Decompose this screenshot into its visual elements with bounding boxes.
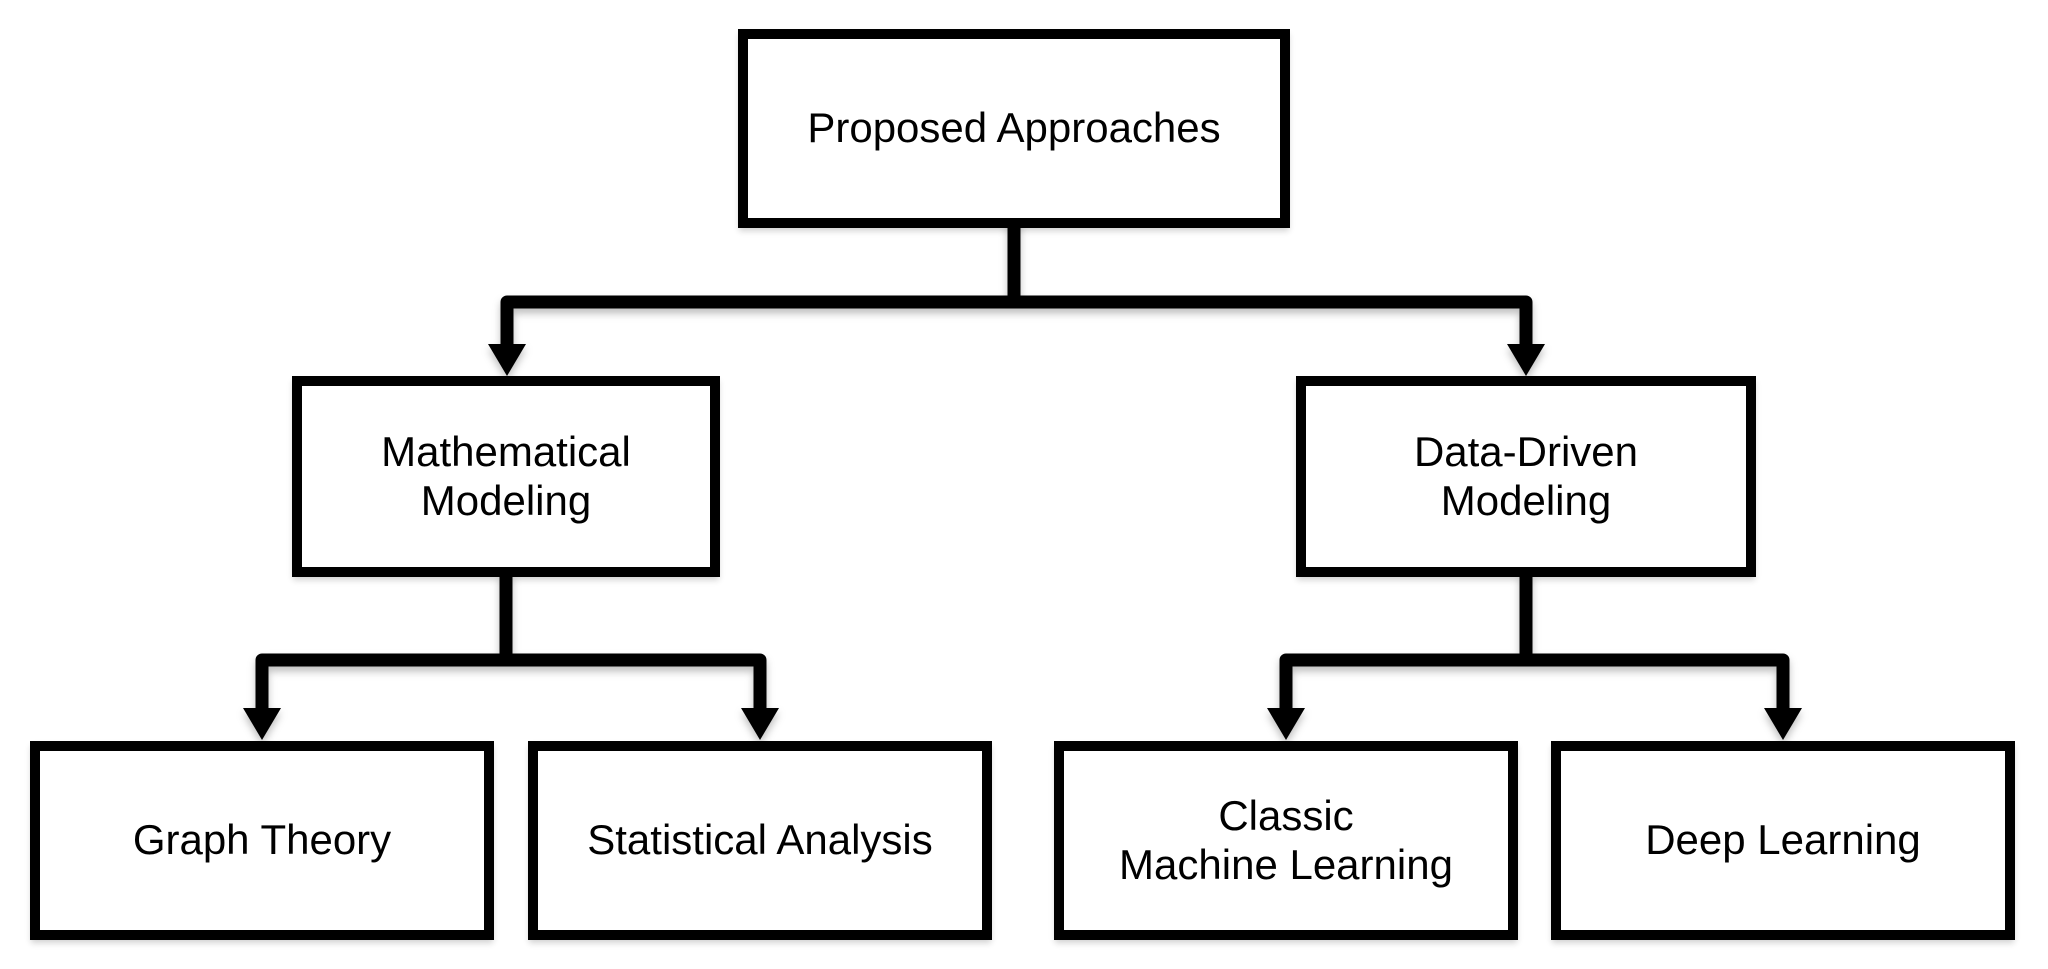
edge-dd-rail	[1279, 653, 1790, 712]
node-mathematical-modeling-label: Mathematical Modeling	[381, 428, 631, 524]
node-mathematical-modeling: Mathematical Modeling	[292, 376, 720, 577]
node-statistical-analysis: Statistical Analysis	[528, 741, 992, 940]
node-data-driven-modeling: Data-Driven Modeling	[1296, 376, 1756, 577]
arrowhead-to-data-driven-modeling	[1507, 344, 1545, 376]
arrowhead-to-deep-learning	[1764, 708, 1802, 740]
arrowhead-to-mathematical-modeling	[488, 344, 526, 376]
arrowhead-to-classic-machine-learning	[1267, 708, 1305, 740]
node-graph-theory-label: Graph Theory	[132, 816, 392, 864]
node-classic-machine-learning-label: Classic Machine Learning	[1119, 792, 1453, 888]
edge-mm-rail	[255, 653, 767, 712]
arrowhead-to-statistical-analysis	[741, 708, 779, 740]
edge-mm-to-children	[243, 572, 779, 740]
node-data-driven-modeling-label: Data-Driven Modeling	[1413, 428, 1639, 524]
node-classic-machine-learning: Classic Machine Learning	[1054, 741, 1518, 940]
node-statistical-analysis-label: Statistical Analysis	[587, 816, 933, 864]
node-proposed-approaches: Proposed Approaches	[738, 29, 1290, 228]
node-proposed-approaches-label: Proposed Approaches	[807, 104, 1221, 152]
edge-dd-to-children	[1267, 572, 1802, 740]
node-deep-learning-label: Deep Learning	[1645, 816, 1921, 864]
edge-root-rail	[500, 295, 1533, 348]
node-graph-theory: Graph Theory	[30, 741, 494, 940]
node-deep-learning: Deep Learning	[1551, 741, 2015, 940]
edge-root-to-level2	[488, 218, 1545, 376]
arrowhead-to-graph-theory	[243, 708, 281, 740]
